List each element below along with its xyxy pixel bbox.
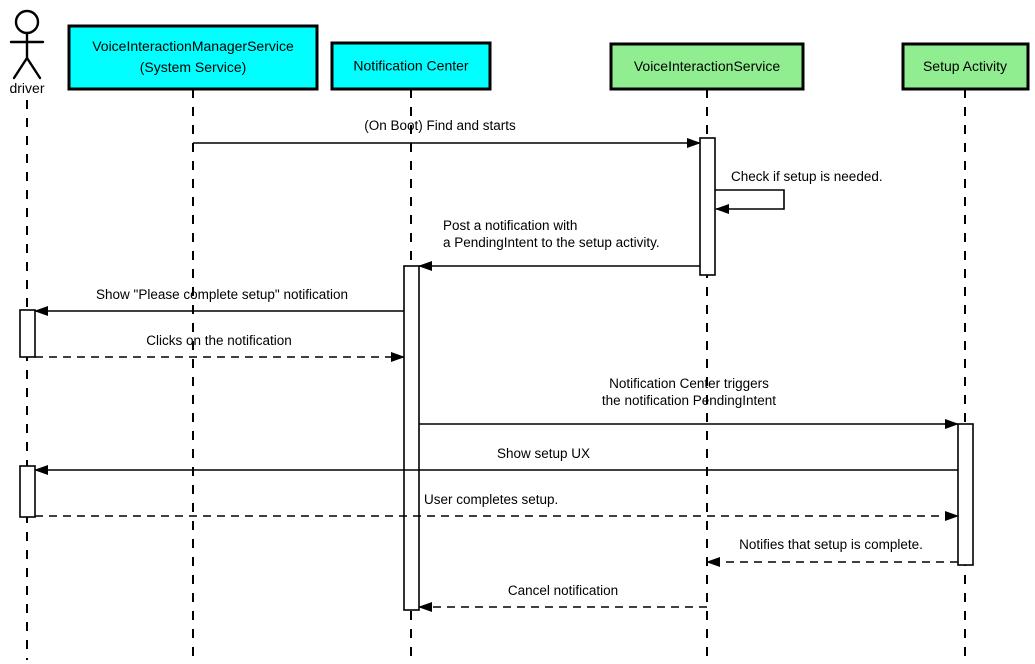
- activation-bar-driver: [19, 309, 36, 358]
- message-line-m2: [715, 189, 785, 214]
- message-label-m8: User completes setup.: [424, 492, 558, 507]
- message-m3[interactable]: Post a notification with a PendingIntent …: [418, 218, 700, 271]
- activation-bar-driver: [19, 465, 36, 518]
- activation-bar-setup_activity: [957, 423, 974, 566]
- participant-vims[interactable]: VoiceInteractionManagerService (System Se…: [67, 24, 319, 91]
- participant-label-notification_center: Notification Center: [353, 58, 469, 74]
- message-m2[interactable]: Check if setup is needed.: [715, 169, 883, 214]
- activation-bar-notification_center: [403, 265, 420, 611]
- message-m9[interactable]: Notifies that setup is complete.: [706, 537, 958, 567]
- participant-box-vis[interactable]: [609, 42, 805, 91]
- message-label-m5: Clicks on the notification: [146, 333, 292, 348]
- message-label-m9: Notifies that setup is complete.: [739, 537, 923, 552]
- participant-driver[interactable]: driver: [9, 9, 45, 96]
- participant-label-vims-line2: (System Service): [140, 59, 247, 75]
- message-label-m3-line1: Post a notification with: [443, 218, 577, 233]
- participant-headers-layer: driver VoiceInteractionManagerService (Sys…: [9, 9, 1030, 96]
- actor-left-leg-icon: [12, 56, 29, 80]
- message-label-m4: Show "Please complete setup" notificatio…: [96, 287, 348, 302]
- message-m7[interactable]: Show setup UX: [34, 446, 958, 475]
- participant-box-setup_activity[interactable]: [901, 42, 1030, 91]
- participant-setup_activity[interactable]: Setup Activity: [901, 42, 1030, 91]
- message-m1[interactable]: (On Boot) Find and starts: [193, 118, 701, 148]
- participant-label-vis: VoiceInteractionService: [634, 58, 781, 74]
- message-label-m2: Check if setup is needed.: [731, 169, 883, 184]
- message-label-m6-line2: the notification PendingIntent: [602, 393, 776, 408]
- participant-vis[interactable]: VoiceInteractionService: [609, 42, 805, 91]
- activation-bars-layer: [19, 137, 974, 611]
- message-label-m10: Cancel notification: [508, 583, 618, 598]
- participant-notification_center[interactable]: Notification Center: [330, 41, 492, 91]
- actor-head-icon: [14, 9, 40, 35]
- participant-box-notification_center[interactable]: [330, 41, 492, 91]
- participant-label-driver: driver: [9, 80, 44, 96]
- message-m6[interactable]: Notification Center triggers the notifica…: [419, 376, 959, 429]
- message-m8[interactable]: User completes setup.: [35, 492, 959, 521]
- activation-bar-vis: [699, 137, 716, 276]
- participant-label-setup_activity: Setup Activity: [923, 58, 1007, 74]
- message-label-m3-line2: a PendingIntent to the setup activity.: [443, 235, 660, 250]
- message-label-m6-line1: Notification Center triggers: [609, 376, 769, 391]
- actor-right-leg-icon: [25, 56, 42, 80]
- message-label-m7: Show setup UX: [497, 446, 590, 461]
- participant-label-vims-line1: VoiceInteractionManagerService: [92, 38, 294, 54]
- message-label-m1: (On Boot) Find and starts: [364, 118, 516, 133]
- message-m4[interactable]: Show "Please complete setup" notificatio…: [34, 287, 404, 316]
- message-m10[interactable]: Cancel notification: [418, 583, 707, 612]
- participant-box-vims[interactable]: [67, 24, 319, 91]
- message-m5[interactable]: Clicks on the notification: [35, 333, 405, 362]
